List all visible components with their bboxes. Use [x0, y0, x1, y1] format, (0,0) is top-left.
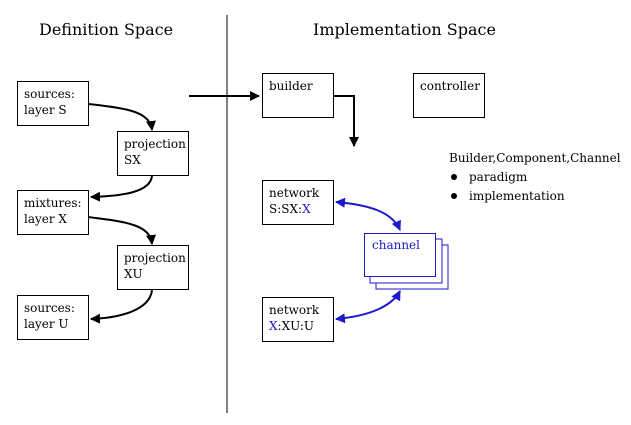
network1-title: network — [269, 186, 320, 200]
channel-label: channel — [372, 238, 420, 252]
mixtures-x-line1: mixtures: — [24, 196, 82, 210]
channel-box: channel — [364, 233, 436, 277]
info-bullet-paradigm-text: paradigm — [469, 170, 528, 184]
builder-box: builder — [262, 73, 334, 118]
info-bullet-implementation: implementation — [449, 187, 621, 206]
sources-layer-u-box: sources: layer U — [17, 295, 89, 340]
arrow-network1-channel — [335, 197, 401, 231]
network2-title: network — [269, 303, 320, 317]
mixtures-layer-x-box: mixtures: layer X — [17, 190, 89, 235]
sources-s-line1: sources: — [24, 87, 75, 101]
mixtures-x-line2: layer X — [24, 212, 67, 226]
info-bullet-implementation-text: implementation — [469, 189, 565, 203]
bullet-icon — [451, 174, 457, 180]
projection-xu-line2: XU — [124, 267, 143, 281]
sources-u-line2: layer U — [24, 317, 69, 331]
arrow-projection-xu-to-sources-u — [90, 289, 153, 324]
projection-sx-line1: projection — [124, 137, 186, 151]
projection-xu-box: projection XU — [117, 245, 189, 290]
arrow-builder-down — [334, 95, 359, 147]
bullet-icon — [451, 193, 457, 199]
arrow-projection-sx-to-mixtures-x — [90, 175, 153, 202]
controller-label: controller — [420, 79, 480, 93]
projection-sx-line2: SX — [124, 153, 141, 167]
network1-prefix: S:SX: — [269, 202, 303, 216]
projection-xu-line1: projection — [124, 251, 186, 265]
info-title: Builder,Component,Channel — [449, 151, 621, 165]
network2-suffix: :XU:U — [277, 319, 314, 333]
builder-label: builder — [269, 79, 313, 93]
info-bullet-paradigm: paradigm — [449, 168, 621, 187]
projection-sx-box: projection SX — [117, 131, 189, 176]
network1-highlight: X — [302, 202, 311, 216]
network2-highlight: X — [269, 319, 278, 333]
sources-s-line2: layer S — [24, 103, 67, 117]
network-x-xu-u-box: network X:XU:U — [262, 297, 334, 342]
network1-label: S:SX:X — [269, 201, 327, 217]
controller-box: controller — [413, 73, 485, 118]
arrow-mixtures-x-to-projection-xu — [87, 216, 157, 245]
arrow-network2-channel — [335, 290, 401, 324]
component-info: Builder,Component,Channel paradigm imple… — [449, 149, 621, 206]
arrow-sources-s-to-projection-sx — [87, 103, 156, 131]
sources-u-line1: sources: — [24, 301, 75, 315]
implementation-space-heading: Implementation Space — [313, 20, 496, 39]
network2-label: X:XU:U — [269, 318, 327, 334]
network-s-sx-x-box: network S:SX:X — [262, 180, 334, 225]
sources-layer-s-box: sources: layer S — [17, 81, 89, 126]
definition-space-heading: Definition Space — [39, 20, 174, 39]
